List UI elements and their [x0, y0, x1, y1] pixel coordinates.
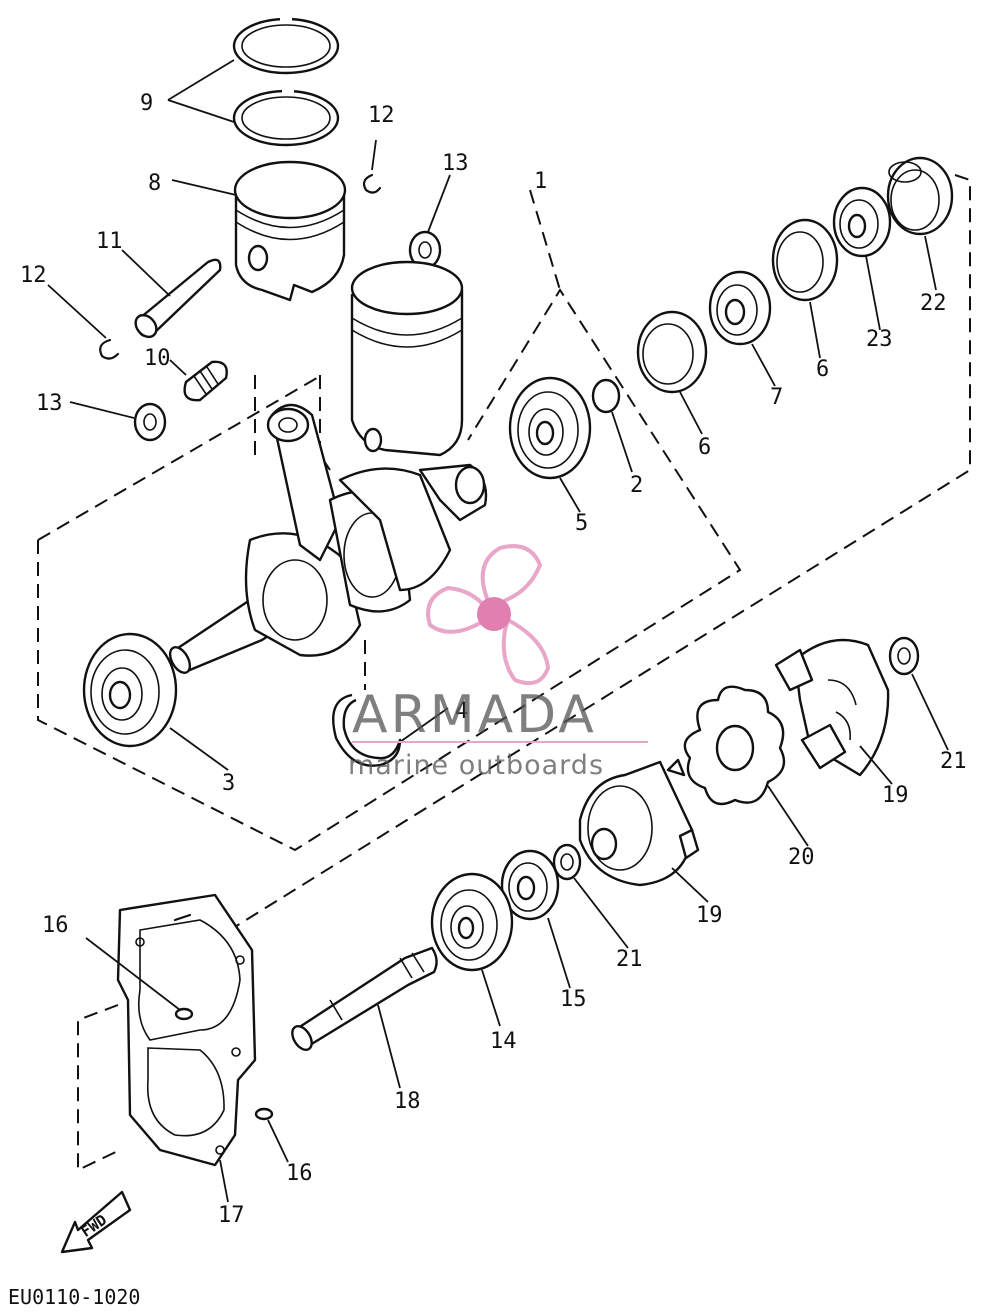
crank-piston	[350, 260, 464, 457]
piston-pin	[134, 258, 222, 339]
callout-11: 11	[96, 229, 123, 254]
ball-bearing-14	[430, 872, 514, 972]
callout-7: 7	[770, 385, 783, 410]
callout-16-lower: 16	[286, 1161, 313, 1186]
watermark-tagline: marine outboards	[348, 750, 604, 781]
callout-21-upper: 21	[940, 749, 967, 774]
piston-ring-lower	[232, 88, 340, 147]
diagram-reference-code: EU0110-1020	[8, 1285, 140, 1309]
piston-pin-clip-left	[99, 338, 120, 360]
callout-8: 8	[148, 171, 161, 196]
callout-22: 22	[920, 291, 947, 316]
needle-bearing	[183, 360, 228, 402]
washer-21-upper	[888, 636, 920, 676]
oil-seal-upper	[771, 218, 839, 302]
leader-lines	[47, 59, 949, 1203]
ball-bearing-15	[500, 849, 560, 921]
crankshaft-assembly-boundary	[37, 189, 742, 852]
callout-23: 23	[866, 327, 893, 352]
needle-bearing-upper	[708, 270, 772, 346]
callout-5: 5	[575, 511, 588, 536]
callout-13-top: 13	[442, 151, 469, 176]
ball-bearing-upper	[832, 186, 892, 258]
drive-shaft	[291, 946, 438, 1052]
forward-direction-marker: FWD	[60, 1190, 132, 1254]
oil-seal-lower	[636, 310, 708, 394]
callout-14: 14	[490, 1029, 517, 1054]
callout-17: 17	[218, 1203, 245, 1228]
gasket	[116, 893, 257, 1167]
thrust-washer-lower	[133, 402, 167, 442]
dowel-pin-lower	[254, 1107, 274, 1121]
propeller-logo-icon	[426, 544, 551, 685]
callout-3: 3	[222, 771, 235, 796]
crankshaft	[168, 403, 488, 674]
coupling-lower	[578, 758, 700, 887]
callouts: 9 12 8 13 1 11 12 10 13 22 23 6 7 6 2 5 …	[20, 91, 967, 1228]
callout-12-top: 12	[368, 103, 395, 128]
piston	[233, 160, 347, 302]
callout-19-upper: 19	[882, 783, 909, 808]
callout-10: 10	[144, 346, 171, 371]
snap-ring	[332, 693, 402, 767]
piston-ring-upper	[232, 16, 340, 75]
callout-12-left: 12	[20, 263, 47, 288]
armada-watermark: ARMADA marine outboards	[348, 544, 648, 781]
main-bearing-center	[508, 376, 592, 480]
collar	[886, 156, 954, 236]
rubber-damper	[683, 685, 786, 806]
watermark-brand: ARMADA	[352, 685, 597, 745]
callout-18: 18	[394, 1089, 421, 1114]
dowel-pin-upper	[174, 1007, 194, 1021]
thrust-washer-upper	[408, 230, 442, 270]
main-bearing-left	[82, 632, 178, 748]
callout-2: 2	[630, 473, 643, 498]
coupling-upper	[774, 638, 890, 777]
callout-1: 1	[534, 169, 547, 194]
callout-16-upper: 16	[42, 913, 69, 938]
callout-15: 15	[560, 987, 587, 1012]
callout-20: 20	[788, 845, 815, 870]
callout-13-left: 13	[36, 391, 63, 416]
washer-21-lower	[552, 843, 582, 881]
piston-pin-clip-right	[362, 173, 382, 194]
callout-19-lower: 19	[696, 903, 723, 928]
callout-4: 4	[455, 699, 468, 724]
callout-9: 9	[140, 91, 153, 116]
callout-6-lower: 6	[698, 435, 711, 460]
callout-21-lower: 21	[616, 947, 643, 972]
o-ring	[591, 378, 621, 414]
callout-6-upper: 6	[816, 357, 829, 382]
